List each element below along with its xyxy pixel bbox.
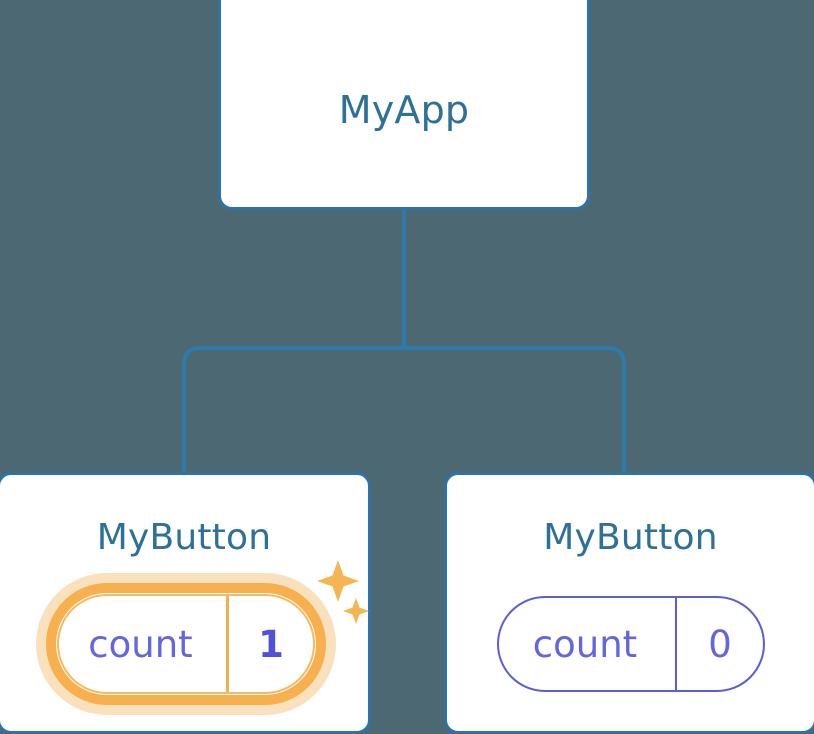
state-value-label: 0 — [708, 622, 732, 666]
node-title-myapp: MyApp — [338, 88, 470, 132]
badge-glow-ring — [46, 583, 326, 705]
state-pill-count-1[interactable]: count 1 — [57, 594, 315, 694]
state-value-label: 1 — [258, 622, 284, 666]
state-key-label: count — [499, 598, 677, 690]
node-card-mybutton-2[interactable]: MyButton count 0 — [444, 472, 814, 734]
connector-branch-left — [182, 346, 406, 474]
node-card-mybutton-1[interactable]: MyButton count 1 — [0, 472, 371, 734]
badge-glow-outer — [36, 573, 336, 715]
state-badge-highlighted[interactable]: count 1 — [36, 573, 336, 715]
state-key-label: count — [59, 596, 229, 692]
node-card-myapp[interactable]: MyApp — [218, 0, 590, 210]
node-title-mybutton-2: MyButton — [543, 517, 718, 558]
state-pill-count-0[interactable]: count 0 — [497, 596, 765, 692]
node-title-mybutton-1: MyButton — [96, 517, 272, 558]
connector-branch-right — [402, 346, 626, 474]
